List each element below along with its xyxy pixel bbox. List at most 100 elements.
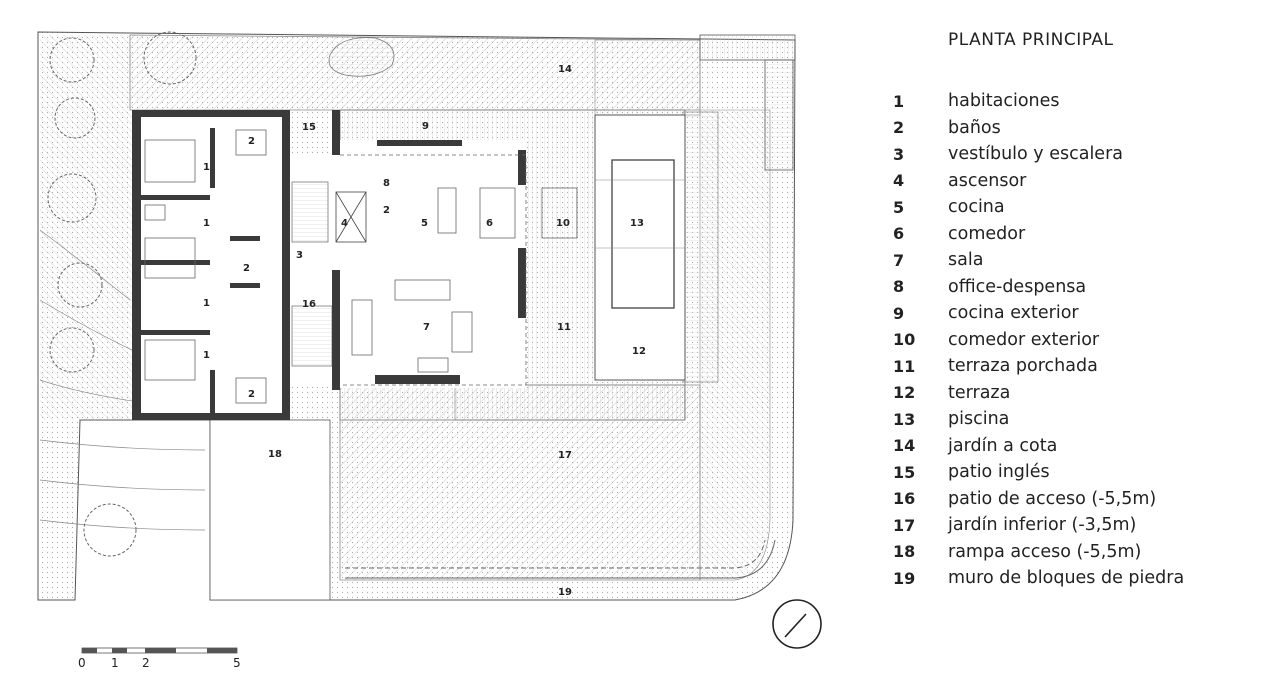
tree-icon xyxy=(49,327,95,373)
tree-icon xyxy=(143,31,197,85)
legend-text: terraza porchada xyxy=(948,356,1098,377)
legend-item: 9 cocina exterior xyxy=(893,300,1273,327)
legend-number: 12 xyxy=(893,383,916,403)
legend-number: 8 xyxy=(893,277,905,297)
tree-icon xyxy=(54,97,96,139)
legend-item: 15 patio inglés xyxy=(893,459,1273,486)
furniture xyxy=(144,129,578,404)
room-label: 11 xyxy=(557,322,571,333)
room-label: 13 xyxy=(630,218,644,229)
scale-tick-label: 2 xyxy=(142,656,150,670)
scale-tick-label: 0 xyxy=(78,656,86,670)
legend-item: 4 ascensor xyxy=(893,168,1273,195)
legend-text: muro de bloques de piedra xyxy=(948,568,1185,589)
legend-text: habitaciones xyxy=(948,91,1060,112)
legend-number: 9 xyxy=(893,303,905,323)
legend-item: 11 terraza porchada xyxy=(893,353,1273,380)
legend-text: office-despensa xyxy=(948,276,1087,297)
legend-number: 11 xyxy=(893,356,916,376)
legend-number: 17 xyxy=(893,515,916,535)
access-ramp xyxy=(209,419,331,601)
room-label: 2 xyxy=(248,389,255,400)
room-label: 1 xyxy=(203,162,210,173)
room-label: 8 xyxy=(383,178,390,189)
legend-text: rampa acceso (-5,5m) xyxy=(948,541,1142,562)
room-label: 12 xyxy=(632,346,646,357)
porch-outline xyxy=(340,154,527,386)
room-label: 14 xyxy=(558,64,572,75)
room-label: 10 xyxy=(556,218,570,229)
tree-icon xyxy=(49,37,95,83)
legend-number: 1 xyxy=(893,91,905,111)
legend-text: jardín a cota xyxy=(948,435,1058,456)
legend-text: comedor exterior xyxy=(948,329,1100,350)
legend-number: 2 xyxy=(893,118,905,138)
north-arrow-icon xyxy=(772,599,822,649)
stairs xyxy=(291,181,333,367)
legend-item: 7 sala xyxy=(893,247,1273,274)
garden-left-area xyxy=(39,35,206,531)
room-label: 16 xyxy=(302,299,316,310)
legend-number: 19 xyxy=(893,568,916,588)
legend-item: 1 habitaciones xyxy=(893,88,1273,115)
legend-text: terraza xyxy=(948,382,1011,403)
legend-number: 10 xyxy=(893,330,916,350)
plan-title: PLANTA PRINCIPAL xyxy=(948,30,1114,50)
legend-item: 17 jardín inferior (-3,5m) xyxy=(893,512,1273,539)
legend-item: 10 comedor exterior xyxy=(893,327,1273,354)
legend-text: patio de acceso (-5,5m) xyxy=(948,488,1157,509)
legend-list: 1 habitaciones 2 baños 3 vestíbulo y escale… xyxy=(893,88,1273,592)
tree-icon xyxy=(83,503,137,557)
tree-icon xyxy=(57,262,103,308)
room-label: 4 xyxy=(341,218,348,229)
legend-number: 3 xyxy=(893,144,905,164)
elevator xyxy=(335,191,367,243)
room-label: 2 xyxy=(243,263,250,274)
legend-text: sala xyxy=(948,250,984,271)
legend-text: cocina exterior xyxy=(948,303,1079,324)
legend-text: jardín inferior (-3,5m) xyxy=(948,515,1137,536)
room-label: 5 xyxy=(421,218,428,229)
room-labels: 1 1 1 1 2 2 2 2 3 4 5 6 7 8 9 10 11 12 1… xyxy=(203,64,646,598)
scale-bar: 0 1 2 5 xyxy=(78,647,241,670)
garden-upper-area xyxy=(129,34,701,116)
scale-tick-label: 5 xyxy=(233,656,241,670)
scale-tick-label: 1 xyxy=(111,656,119,670)
pool xyxy=(594,114,686,381)
tree-icon-group xyxy=(47,31,197,557)
room-label: 1 xyxy=(203,218,210,229)
legend-text: vestíbulo y escalera xyxy=(948,144,1123,165)
legend-text: patio inglés xyxy=(948,462,1050,483)
legend-number: 16 xyxy=(893,489,916,509)
room-label: 15 xyxy=(302,122,316,133)
floor-plan: 1 1 1 1 2 2 2 2 3 4 5 6 7 8 9 10 11 12 1… xyxy=(37,31,822,670)
legend-number: 13 xyxy=(893,409,916,429)
legend-item: 12 terraza xyxy=(893,380,1273,407)
legend-text: baños xyxy=(948,117,1001,138)
garden-lower-area xyxy=(339,384,776,581)
room-label: 2 xyxy=(383,205,390,216)
tree-icon xyxy=(47,173,97,223)
legend-number: 15 xyxy=(893,462,916,482)
legend-item: 2 baños xyxy=(893,115,1273,142)
room-label: 2 xyxy=(248,136,255,147)
room-label: 1 xyxy=(203,298,210,309)
legend-item: 8 office-despensa xyxy=(893,274,1273,301)
room-label: 6 xyxy=(486,218,493,229)
legend-number: 4 xyxy=(893,171,905,191)
legend-item: 19 muro de bloques de piedra xyxy=(893,565,1273,592)
legend-text: ascensor xyxy=(948,170,1027,191)
house-interior xyxy=(135,110,526,420)
room-label: 19 xyxy=(558,587,572,598)
legend-item: 3 vestíbulo y escalera xyxy=(893,141,1273,168)
walls xyxy=(132,110,526,420)
room-label: 3 xyxy=(296,250,303,261)
legend-number: 14 xyxy=(893,436,916,456)
legend-text: piscina xyxy=(948,409,1010,430)
room-label: 17 xyxy=(558,450,572,461)
legend-number: 7 xyxy=(893,250,905,270)
legend-number: 5 xyxy=(893,197,905,217)
